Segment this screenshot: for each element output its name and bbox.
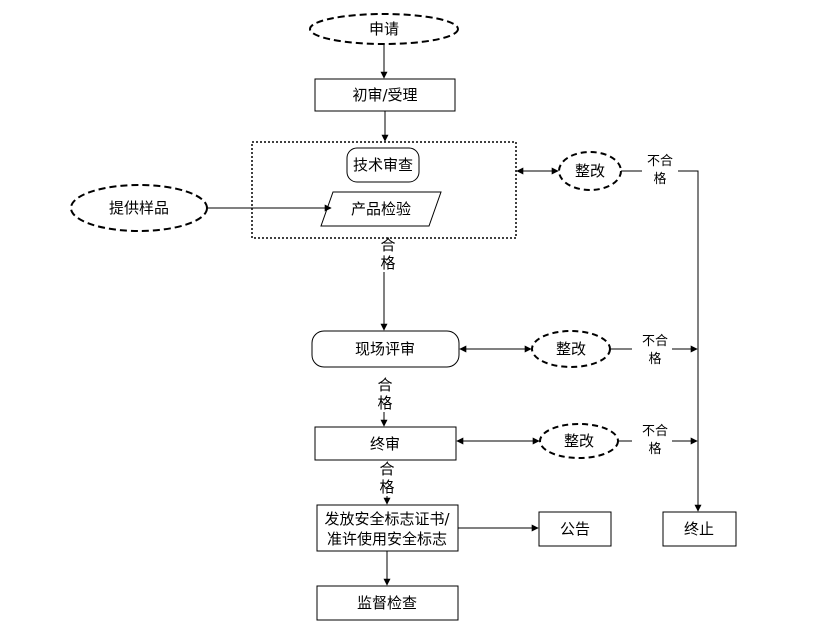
fail-label-2: 不合 格 bbox=[642, 334, 668, 367]
fail-label-1-line1: 不合 bbox=[647, 154, 673, 169]
issue-certificate-line1: 发放安全标志证书/ bbox=[324, 510, 450, 528]
product-test-node: 产品检验 bbox=[320, 191, 442, 227]
final-review-label: 终审 bbox=[370, 435, 400, 453]
connectors bbox=[207, 44, 702, 586]
supervision-label: 监督检查 bbox=[357, 594, 417, 612]
pass-label-2-char2: 格 bbox=[377, 394, 392, 412]
pass-label-2-char1: 合 bbox=[377, 376, 392, 394]
initial-review-label: 初审/受理 bbox=[352, 86, 417, 104]
rectify-node-1: 整改 bbox=[558, 151, 622, 191]
issue-certificate-node: 发放安全标志证书/ 准许使用安全标志 bbox=[316, 504, 459, 552]
pass-label-1: 合 格 bbox=[380, 236, 395, 272]
fail-label-2-line1: 不合 bbox=[642, 334, 668, 349]
issue-certificate-line2: 准许使用安全标志 bbox=[327, 530, 447, 548]
fail-label-1-line2: 格 bbox=[653, 171, 666, 187]
announcement-label: 公告 bbox=[560, 520, 590, 538]
line-terminate-trunk bbox=[678, 170, 702, 512]
initial-review-node: 初审/受理 bbox=[314, 78, 456, 112]
fail-label-3-line2: 格 bbox=[648, 441, 661, 457]
rectify-node-2: 整改 bbox=[531, 330, 611, 368]
onsite-review-label: 现场评审 bbox=[355, 340, 415, 358]
fail-label-1: 不合 格 bbox=[647, 154, 673, 187]
supervision-node: 监督检查 bbox=[316, 585, 459, 621]
pass-label-1-char1: 合 bbox=[380, 236, 395, 254]
review-test-group bbox=[251, 141, 517, 239]
fail-label-2-line2: 格 bbox=[648, 351, 661, 367]
onsite-review-node: 现场评审 bbox=[311, 330, 460, 368]
announcement-node: 公告 bbox=[538, 511, 612, 547]
pass-label-3: 合 格 bbox=[379, 460, 394, 496]
rectify-label-3: 整改 bbox=[564, 432, 594, 450]
apply-label: 申请 bbox=[369, 20, 399, 38]
provide-samples-node: 提供样品 bbox=[70, 184, 208, 232]
fail-label-3-line1: 不合 bbox=[642, 424, 668, 439]
apply-node: 申请 bbox=[309, 13, 459, 45]
terminate-node: 终止 bbox=[662, 511, 737, 547]
tech-review-label: 技术审查 bbox=[353, 156, 413, 174]
fail-label-3: 不合 格 bbox=[642, 424, 668, 457]
rectify-label-2: 整改 bbox=[556, 340, 586, 358]
rectify-node-3: 整改 bbox=[539, 423, 619, 459]
pass-label-2: 合 格 bbox=[377, 376, 392, 412]
rectify-label-1: 整改 bbox=[575, 162, 605, 180]
product-test-label: 产品检验 bbox=[351, 200, 411, 218]
provide-samples-label: 提供样品 bbox=[109, 199, 169, 217]
final-review-node: 终审 bbox=[314, 426, 457, 461]
terminate-label: 终止 bbox=[684, 520, 714, 538]
pass-label-3-char2: 格 bbox=[379, 478, 394, 496]
pass-label-1-char2: 格 bbox=[380, 254, 395, 272]
pass-label-3-char1: 合 bbox=[379, 460, 394, 478]
tech-review-node: 技术审查 bbox=[346, 147, 420, 183]
